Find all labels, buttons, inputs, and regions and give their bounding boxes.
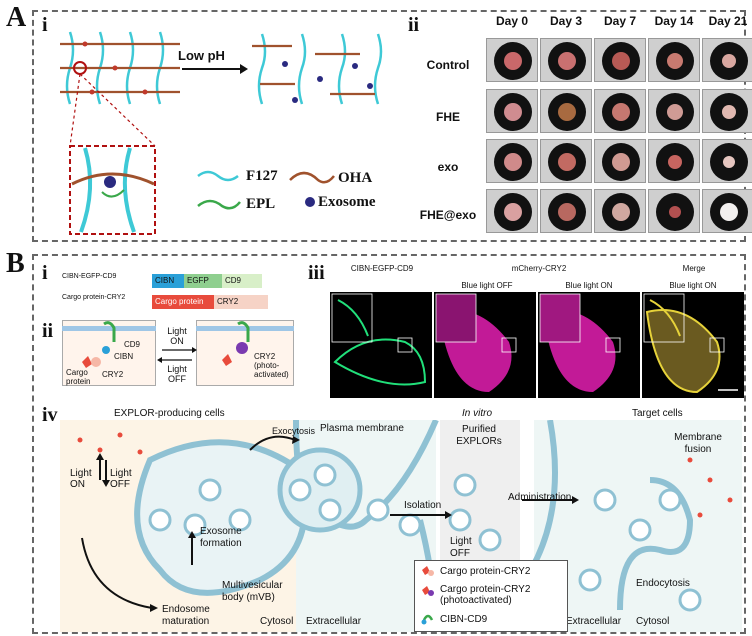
- micro-col-2-title: mCherry-CRY2: [511, 264, 567, 273]
- cry2-activated-label: CRY2 (photo-activated): [254, 352, 289, 379]
- exosome-formation-label: Exosome formation: [200, 526, 242, 549]
- wound-photo: [486, 139, 538, 183]
- panel-b-ii-label: ii: [42, 320, 54, 342]
- plasma-membrane-label: Plasma membrane: [320, 423, 404, 434]
- wound-photo: [486, 189, 538, 233]
- construct-1-name: CIBN-EGFP-CD9: [62, 273, 117, 280]
- wound-photo: [540, 139, 592, 183]
- wound-photo: [540, 189, 592, 233]
- wound-photo: [594, 38, 646, 82]
- panel-b-iii-label: iii: [308, 262, 325, 284]
- group-label: Control: [426, 58, 470, 72]
- scheme-legend-icons: [421, 566, 434, 625]
- construct-2-name: Cargo protein-CRY2: [62, 294, 126, 301]
- endosome-maturation-label: Endosome maturation: [162, 604, 210, 627]
- wound-photo: [486, 89, 538, 133]
- microscopy-images: [330, 292, 744, 398]
- wound-photo: [702, 89, 752, 133]
- micro-col-3-title: Merge: [682, 264, 706, 273]
- explor-scheme-diagram: [77, 420, 733, 632]
- cargo-label: Cargo protein: [66, 368, 91, 386]
- light-off-invitro-label: Light OFF: [450, 536, 472, 559]
- day-label: Day 0: [495, 14, 529, 28]
- panel-b-frame: [32, 254, 746, 634]
- wound-photo: [648, 189, 700, 233]
- wound-photo: [702, 38, 752, 82]
- cibn-label: CIBN: [114, 352, 134, 361]
- panel-b-iv-label: iv: [42, 404, 58, 426]
- legend-f127: F127: [246, 168, 278, 184]
- group-label: exo: [437, 160, 459, 174]
- exocytosis-label: Exocytosis: [272, 426, 316, 436]
- micro-sub-on: Blue light ON: [565, 281, 613, 290]
- panel-b-letter: B: [6, 248, 25, 279]
- isolation-label: Isolation: [404, 500, 442, 511]
- legend-cargo-cry2-activated: Cargo protein-CRY2 (photoactivated): [440, 584, 531, 606]
- cry2-label: CRY2: [102, 370, 124, 379]
- panel-a-i-label: i: [42, 14, 48, 36]
- wound-photo: [702, 189, 752, 233]
- cd9-label: CD9: [124, 340, 141, 349]
- purified-explors-label: Purified EXPLORs: [456, 424, 502, 447]
- micro-col-1-title: CIBN-EGFP-CD9: [350, 264, 414, 273]
- legend-cibn-cd9: CIBN-CD9: [440, 614, 488, 625]
- cytosol-label-2: Cytosol: [636, 616, 670, 627]
- low-ph-label: Low pH: [178, 48, 225, 63]
- membrane-mechanism-diagram: [62, 321, 294, 368]
- administration-label: Administration: [508, 492, 572, 503]
- light-off-scheme-label: Light OFF: [110, 468, 132, 490]
- wound-photo: [540, 38, 592, 82]
- cd9-segment: CD9: [222, 274, 262, 288]
- day-label: Day 21: [708, 14, 748, 28]
- wound-photo: [702, 139, 752, 183]
- extracellular-label-1: Extracellular: [306, 616, 362, 627]
- extracellular-label-2: Extracellular: [566, 616, 622, 627]
- panel-a-letter: A: [6, 2, 27, 33]
- legend-oha: OHA: [338, 170, 373, 186]
- micro-sub-merge-on: Blue light ON: [669, 281, 717, 290]
- wound-photo: [594, 89, 646, 133]
- scheme-legend: [414, 560, 568, 632]
- cibn-segment: CIBN: [152, 274, 184, 288]
- cytosol-label-1: Cytosol: [260, 616, 294, 627]
- cargo-segment: Cargo protein: [152, 295, 214, 309]
- legend-exosome: Exosome: [318, 194, 376, 210]
- wound-photo: [648, 89, 700, 133]
- day-label: Day 7: [603, 14, 637, 28]
- mvb-label: Multivesicular body (mVB): [222, 580, 283, 603]
- group-label: FHE: [436, 110, 460, 124]
- light-on-scheme-label: Light ON: [70, 468, 92, 490]
- cry2-segment: CRY2: [214, 295, 268, 309]
- micro-sub-off: Blue light OFF: [461, 281, 513, 290]
- producing-cells-title: EXPLOR-producing cells: [114, 408, 225, 419]
- wound-photo: [594, 189, 646, 233]
- membrane-fusion-label: Membrane fusion: [674, 432, 722, 455]
- egfp-segment: EGFP: [184, 274, 222, 288]
- panel-a-ii-label: ii: [408, 14, 420, 36]
- wound-photo: [486, 38, 538, 82]
- group-label: FHE@exo: [419, 208, 477, 222]
- legend-cargo-cry2: Cargo protein-CRY2: [440, 566, 531, 577]
- light-off-label: Light OFF: [167, 364, 187, 384]
- light-on-label: Light ON: [167, 326, 187, 346]
- hydrogel-network-diagram: [60, 31, 383, 235]
- wound-photo: [540, 89, 592, 133]
- day-label: Day 14: [654, 14, 694, 28]
- wound-photo: [648, 139, 700, 183]
- legend-epl: EPL: [246, 196, 276, 212]
- target-cells-title: Target cells: [632, 408, 683, 419]
- endocytosis-label: Endocytosis: [636, 578, 690, 589]
- wound-photo: [648, 38, 700, 82]
- wound-photo: [594, 139, 646, 183]
- panel-b-i-label: i: [42, 262, 48, 284]
- day-label: Day 3: [549, 14, 583, 28]
- in-vitro-label: In vitro: [462, 408, 493, 419]
- wound-photo-grid: [486, 38, 752, 238]
